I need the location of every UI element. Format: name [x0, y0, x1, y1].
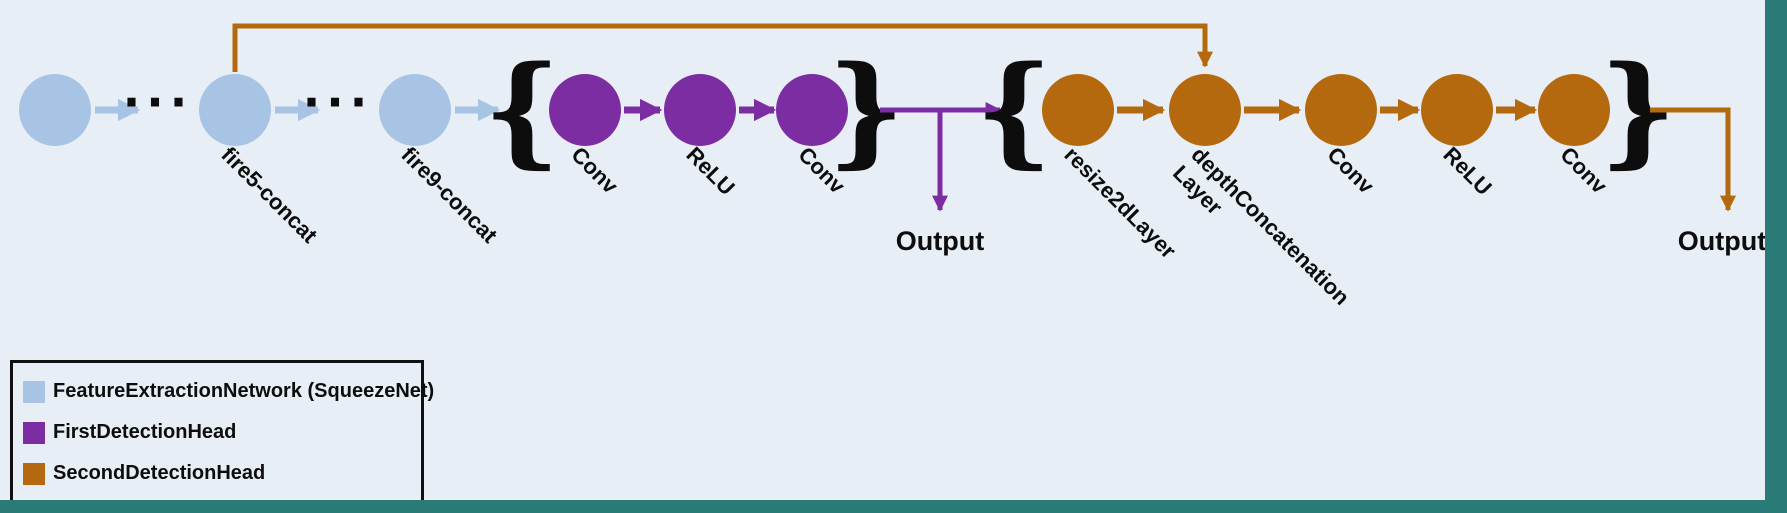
label-first-relu: ReLU	[681, 142, 739, 200]
label-depthconcatenation-line1: depthConcatenation	[1186, 142, 1354, 310]
label-second-relu: ReLU	[1438, 142, 1496, 200]
legend-box: FeatureExtractionNetwork (SqueezeNet) Fi…	[10, 360, 434, 507]
node-fire5-concat	[199, 74, 271, 146]
window-frame-bottom	[0, 500, 1787, 513]
brace-open-first-head: {	[483, 40, 560, 181]
label-resize2dlayer: resize2dLayer	[1059, 142, 1181, 264]
node-first-relu	[664, 74, 736, 146]
legend-label-second-head: SecondDetectionHead	[53, 462, 266, 484]
legend-label-feature: FeatureExtractionNetwork (SqueezeNet)	[53, 380, 435, 402]
legend-item-second-detection-head: SecondDetectionHead	[13, 453, 421, 494]
skip-connection-arrow	[232, 23, 1214, 72]
node-resize2dlayer	[1042, 74, 1114, 146]
ellipsis-2: ···	[303, 75, 373, 129]
second-output-label: Output	[1678, 226, 1766, 256]
legend-swatch-first-head	[23, 421, 45, 444]
legend-label-first-head: FirstDetectionHead	[53, 421, 237, 443]
node-second-conv-1	[1305, 74, 1377, 146]
second-output-arrow	[1650, 107, 1737, 212]
label-second-conv-1: Conv	[1322, 142, 1379, 199]
legend-item-feature-extraction: FeatureExtractionNetwork (SqueezeNet)	[13, 371, 434, 412]
node-second-conv-2	[1538, 74, 1610, 146]
label-first-conv-1: Conv	[566, 142, 623, 199]
label-fire5-concat: fire5-concat	[216, 142, 322, 248]
first-output-label: Output	[896, 226, 984, 256]
node-second-relu	[1421, 74, 1493, 146]
legend-swatch-feature	[23, 380, 45, 403]
node-first-conv-2	[776, 74, 848, 146]
node-first-conv-1	[549, 74, 621, 146]
legend-item-first-detection-head: FirstDetectionHead	[13, 412, 421, 453]
ellipsis-1: ···	[123, 75, 193, 129]
brace-open-second-head: {	[975, 40, 1052, 181]
node-feature-input	[19, 74, 91, 146]
node-depthconcatenation	[1169, 74, 1241, 146]
legend-swatch-second-head	[23, 462, 45, 485]
node-fire9-concat	[379, 74, 451, 146]
window-frame-right	[1765, 0, 1787, 513]
